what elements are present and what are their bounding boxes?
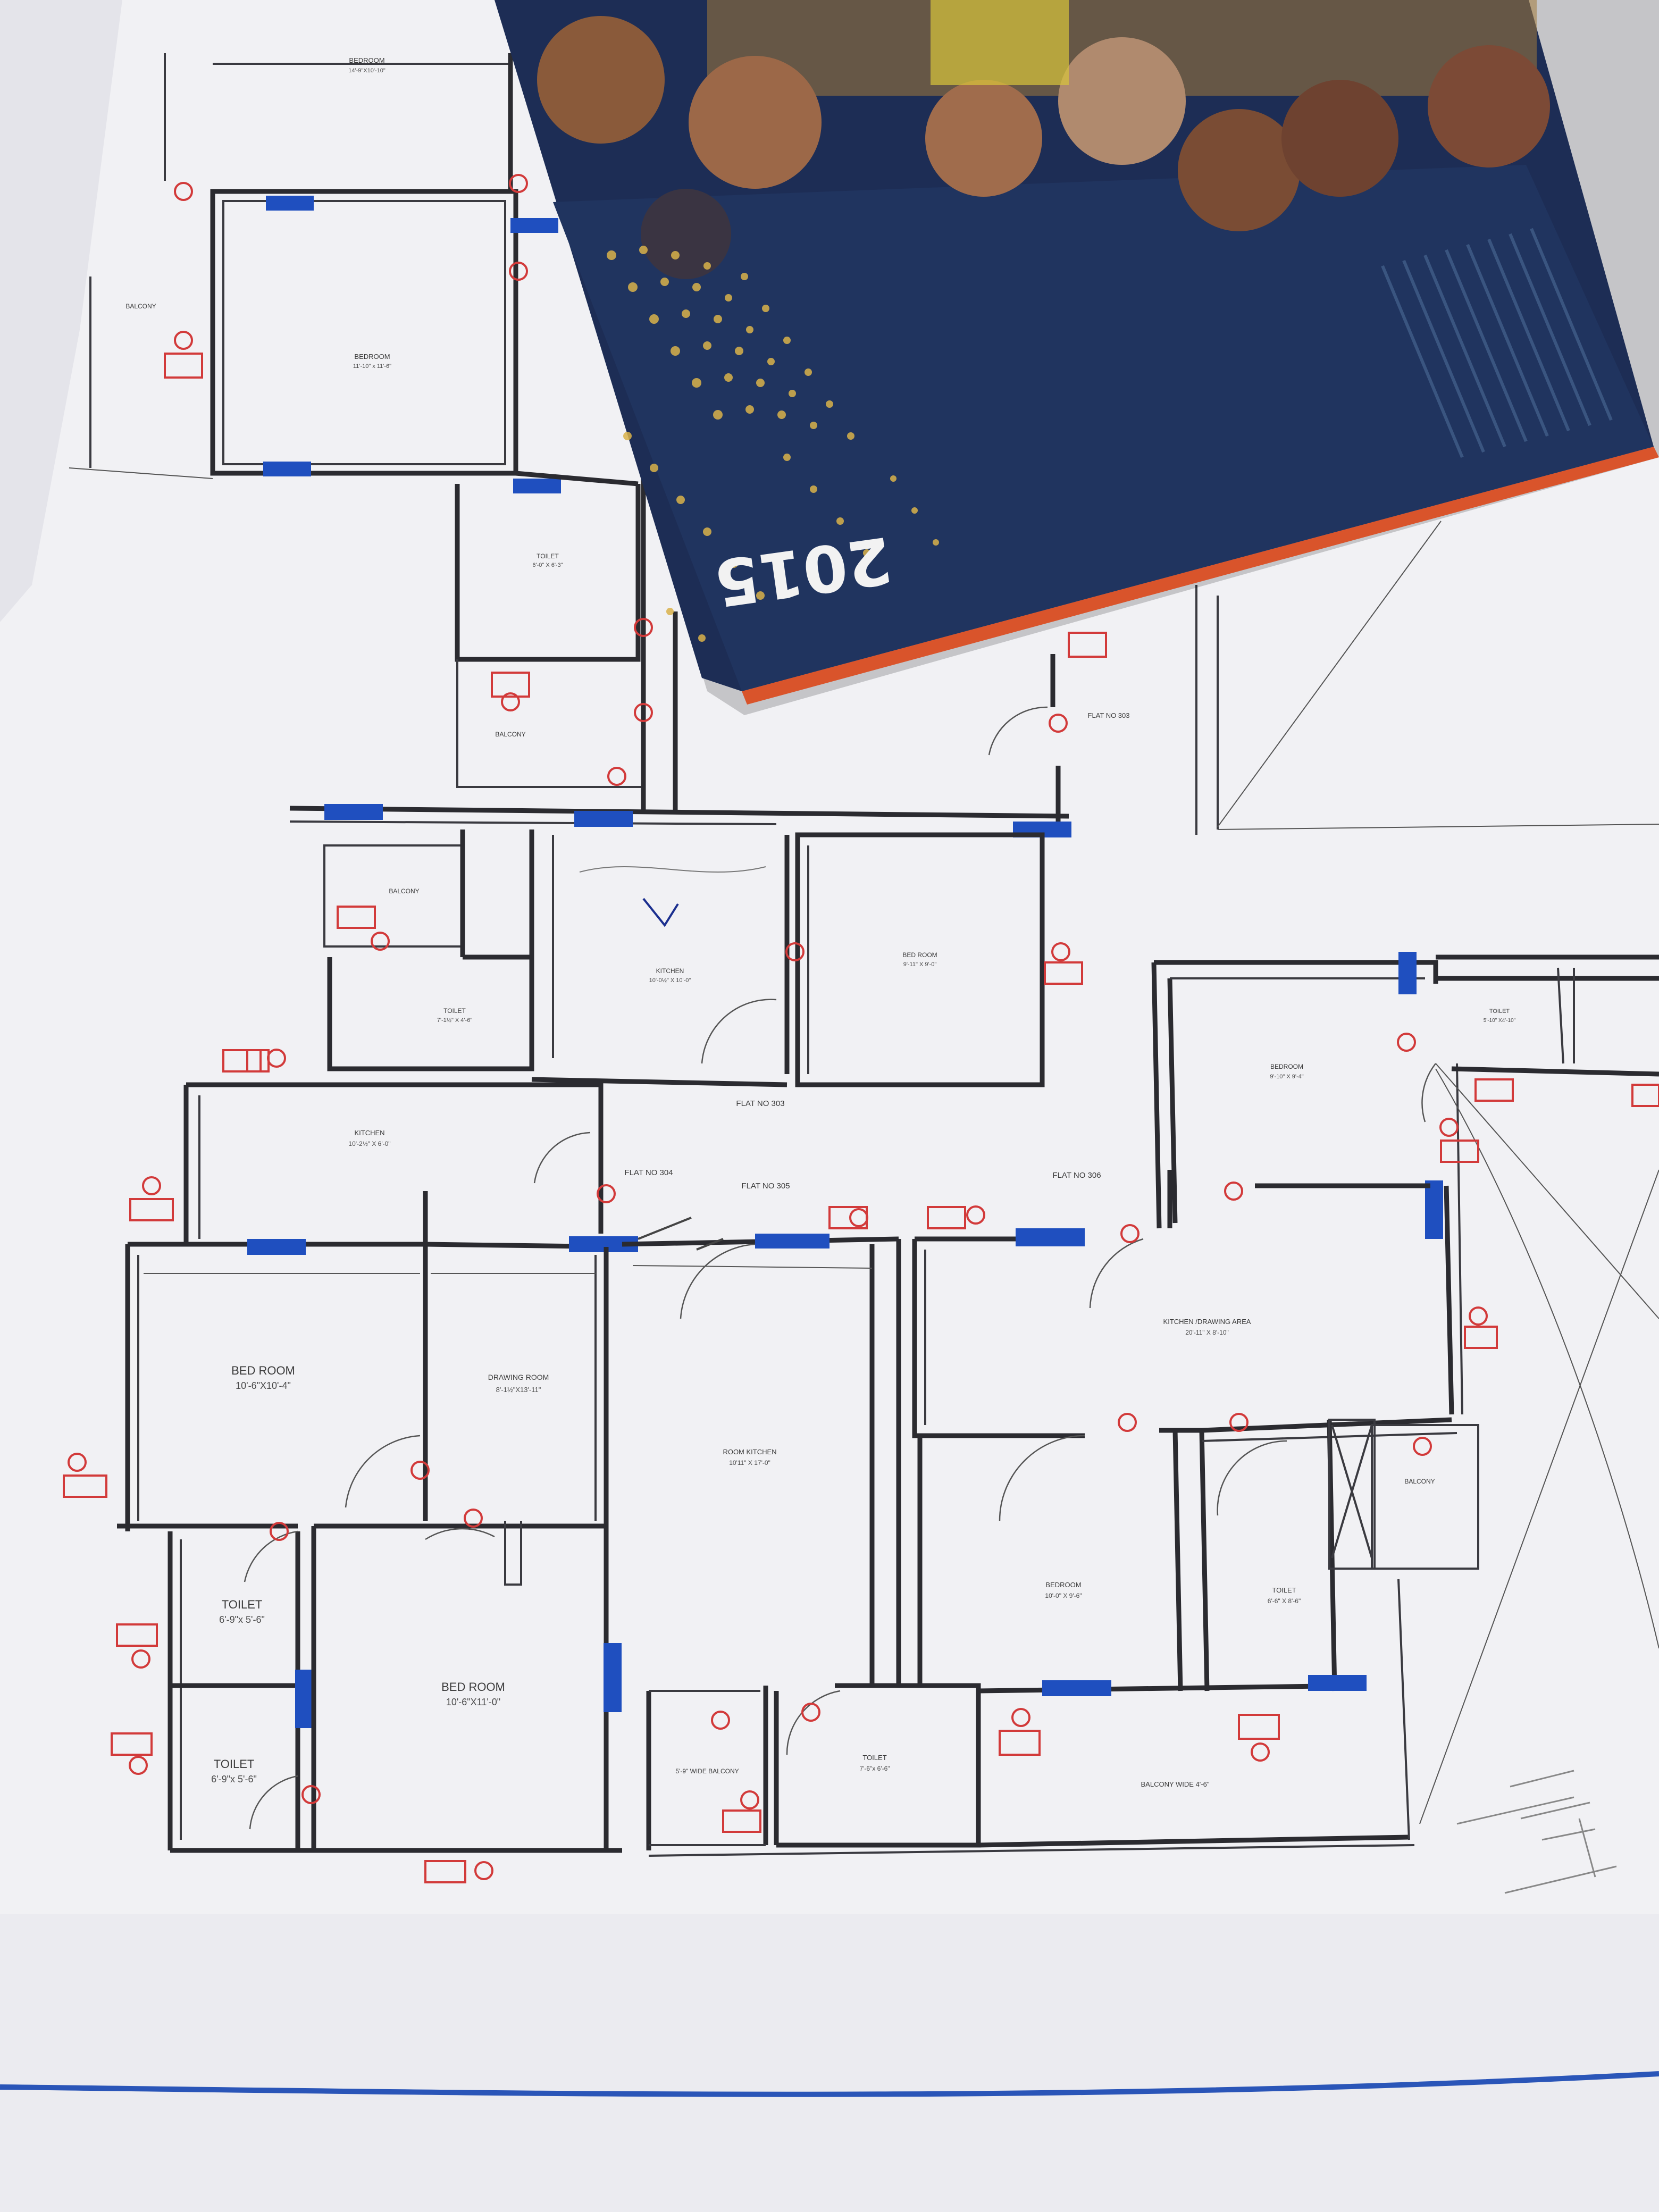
room-size: 10'-2½" X 6'-0": [348, 1140, 390, 1147]
room-size: 10'-0½" X 10'-0": [649, 977, 691, 984]
cover-photo: [537, 0, 1550, 279]
pen-mark: [642, 898, 679, 927]
flat-306-plan: [648, 521, 1659, 1894]
room-name: BALCONY: [389, 887, 419, 895]
room-size: 9'-11" X 9'-0": [903, 961, 937, 968]
room-name: DRAWING ROOM: [488, 1373, 549, 1381]
room-name: BED ROOM: [231, 1364, 295, 1377]
room-name: TOILET: [214, 1757, 255, 1771]
room-name: BED ROOM: [441, 1680, 505, 1694]
floor-plan: BEDROOM 14'-9"X10'-10" BEDROOM 11'-10" x…: [63, 53, 1659, 1894]
flat-label: FLAT NO 304: [624, 1168, 673, 1177]
room-name: BEDROOM: [1270, 1063, 1303, 1070]
room-name: BEDROOM: [1045, 1581, 1081, 1589]
flat-305-plan: [622, 1206, 981, 1850]
cover-stripes: [1381, 228, 1613, 458]
room-size: 7'-1½" X 4'-6": [437, 1017, 473, 1024]
room-size: 14'-9"X10'-10": [348, 68, 386, 74]
book-spine: [742, 447, 1659, 705]
room-size: 8'-1½"X13'-11": [496, 1386, 541, 1394]
room-name: BALCONY: [1404, 1478, 1435, 1485]
face: [1281, 80, 1398, 197]
room-name: KITCHEN: [656, 967, 684, 975]
room-size: 10'-6"X11'-0": [446, 1697, 500, 1707]
face: [925, 80, 1042, 197]
flat-label: FLAT NO 303: [736, 1099, 784, 1108]
face: [641, 189, 731, 279]
room-name: KITCHEN /DRAWING AREA: [1163, 1318, 1251, 1326]
flat-label: FLAT NO 305: [741, 1182, 790, 1191]
cover-sparkles: [607, 246, 939, 642]
room-name: KITCHEN: [354, 1129, 384, 1137]
flat-labels: FLAT NO 303 FLAT NO 303 FLAT NO 304 FLAT…: [624, 711, 1129, 1191]
pencil-scribble: [579, 866, 766, 873]
pencil-scribble-right: [1456, 1770, 1617, 1894]
room-size: 11'-10" x 11'-6": [353, 363, 391, 370]
room-size: 10'-0" X 9'-6": [1045, 1592, 1082, 1599]
face: [1428, 45, 1550, 167]
room-size: 5'-10" X4'-10": [1484, 1018, 1516, 1024]
upper-block: [69, 53, 1659, 835]
room-name: TOILET: [222, 1598, 263, 1611]
room-size: 6'-0" X 6'-3": [532, 562, 563, 568]
book-cover-lower: [553, 165, 1654, 691]
room-size: 20'-11" X 8'-10": [1185, 1329, 1229, 1336]
room-name: BALCONY WIDE 4'-6": [1141, 1780, 1210, 1788]
room-name: BED ROOM: [902, 951, 937, 959]
book: 2015: [495, 0, 1659, 715]
face: [1058, 37, 1186, 165]
pencil-stroke: [638, 1217, 724, 1251]
flat-label: FLAT NO 303: [1088, 711, 1130, 719]
face: [689, 56, 822, 189]
room-name: TOILET: [1272, 1586, 1296, 1594]
paper-shade: [0, 1914, 1659, 2212]
middle-band: [222, 804, 1083, 1087]
room-name: BALCONY: [495, 731, 525, 738]
face: [537, 16, 665, 144]
room-size: 7'-6"x 6'-6": [859, 1765, 890, 1772]
room-name: ROOM KITCHEN: [723, 1448, 776, 1456]
room-name: TOILET: [1489, 1008, 1510, 1015]
room-name: BEDROOM: [349, 56, 384, 64]
room-name: BALCONY: [125, 303, 156, 310]
room-size: 6'-9"x 5'-6": [219, 1614, 265, 1625]
room-name: 5'-9" WIDE BALCONY: [675, 1767, 739, 1775]
face: [1178, 109, 1300, 231]
room-size: 9'-10" X 9'-4": [1270, 1074, 1303, 1080]
room-name: TOILET: [443, 1007, 466, 1015]
room-name: TOILET: [862, 1754, 886, 1762]
room-labels: BEDROOM 14'-9"X10'-10" BEDROOM 11'-10" x…: [125, 56, 1515, 1788]
room-size: 6'-6" X 8'-6": [1268, 1597, 1301, 1605]
margin-line: [0, 2071, 1659, 2097]
flat-304-plan: [63, 1082, 638, 1883]
room-name: TOILET: [537, 552, 559, 560]
room-size: 10'-6"X10'-4": [236, 1380, 291, 1391]
flat-label: FLAT NO 306: [1052, 1171, 1101, 1180]
room-name: BEDROOM: [354, 353, 390, 361]
room-size: 6'-9"x 5'-6": [211, 1774, 257, 1784]
room-size: 10'11" X 17'-0": [729, 1459, 770, 1467]
